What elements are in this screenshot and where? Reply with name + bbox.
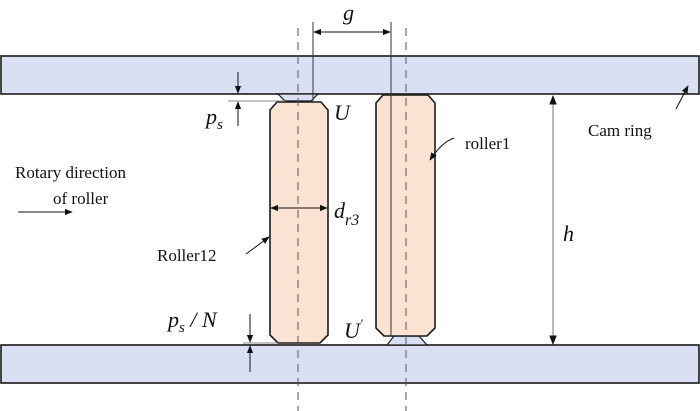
cam-ring-top bbox=[0, 55, 700, 95]
contact-wedge-top bbox=[276, 93, 320, 102]
cam-ring-leader bbox=[675, 85, 689, 110]
roller12-label: Roller12 bbox=[157, 246, 217, 265]
roller12-leader bbox=[245, 236, 270, 255]
dr3-symbol: dr3 bbox=[334, 198, 359, 229]
h-symbol: h bbox=[563, 221, 574, 246]
roller1-label: roller1 bbox=[465, 134, 510, 153]
psN-symbol: ps / N bbox=[166, 307, 218, 336]
ps-symbol: ps bbox=[204, 104, 223, 133]
roller1-leader bbox=[429, 137, 455, 161]
g-symbol: g bbox=[343, 0, 354, 25]
U-label: U bbox=[334, 100, 352, 125]
contact-wedge-bottom bbox=[385, 335, 429, 346]
rotary-direction-label-2: of roller bbox=[53, 189, 109, 208]
rotary-direction-label-1: Rotary direction bbox=[15, 163, 126, 182]
cam-ring-label: Cam ring bbox=[588, 121, 652, 140]
roller12-body bbox=[269, 101, 329, 344]
U-prime-label: U' bbox=[344, 316, 363, 343]
cam-ring-bottom bbox=[0, 344, 700, 384]
